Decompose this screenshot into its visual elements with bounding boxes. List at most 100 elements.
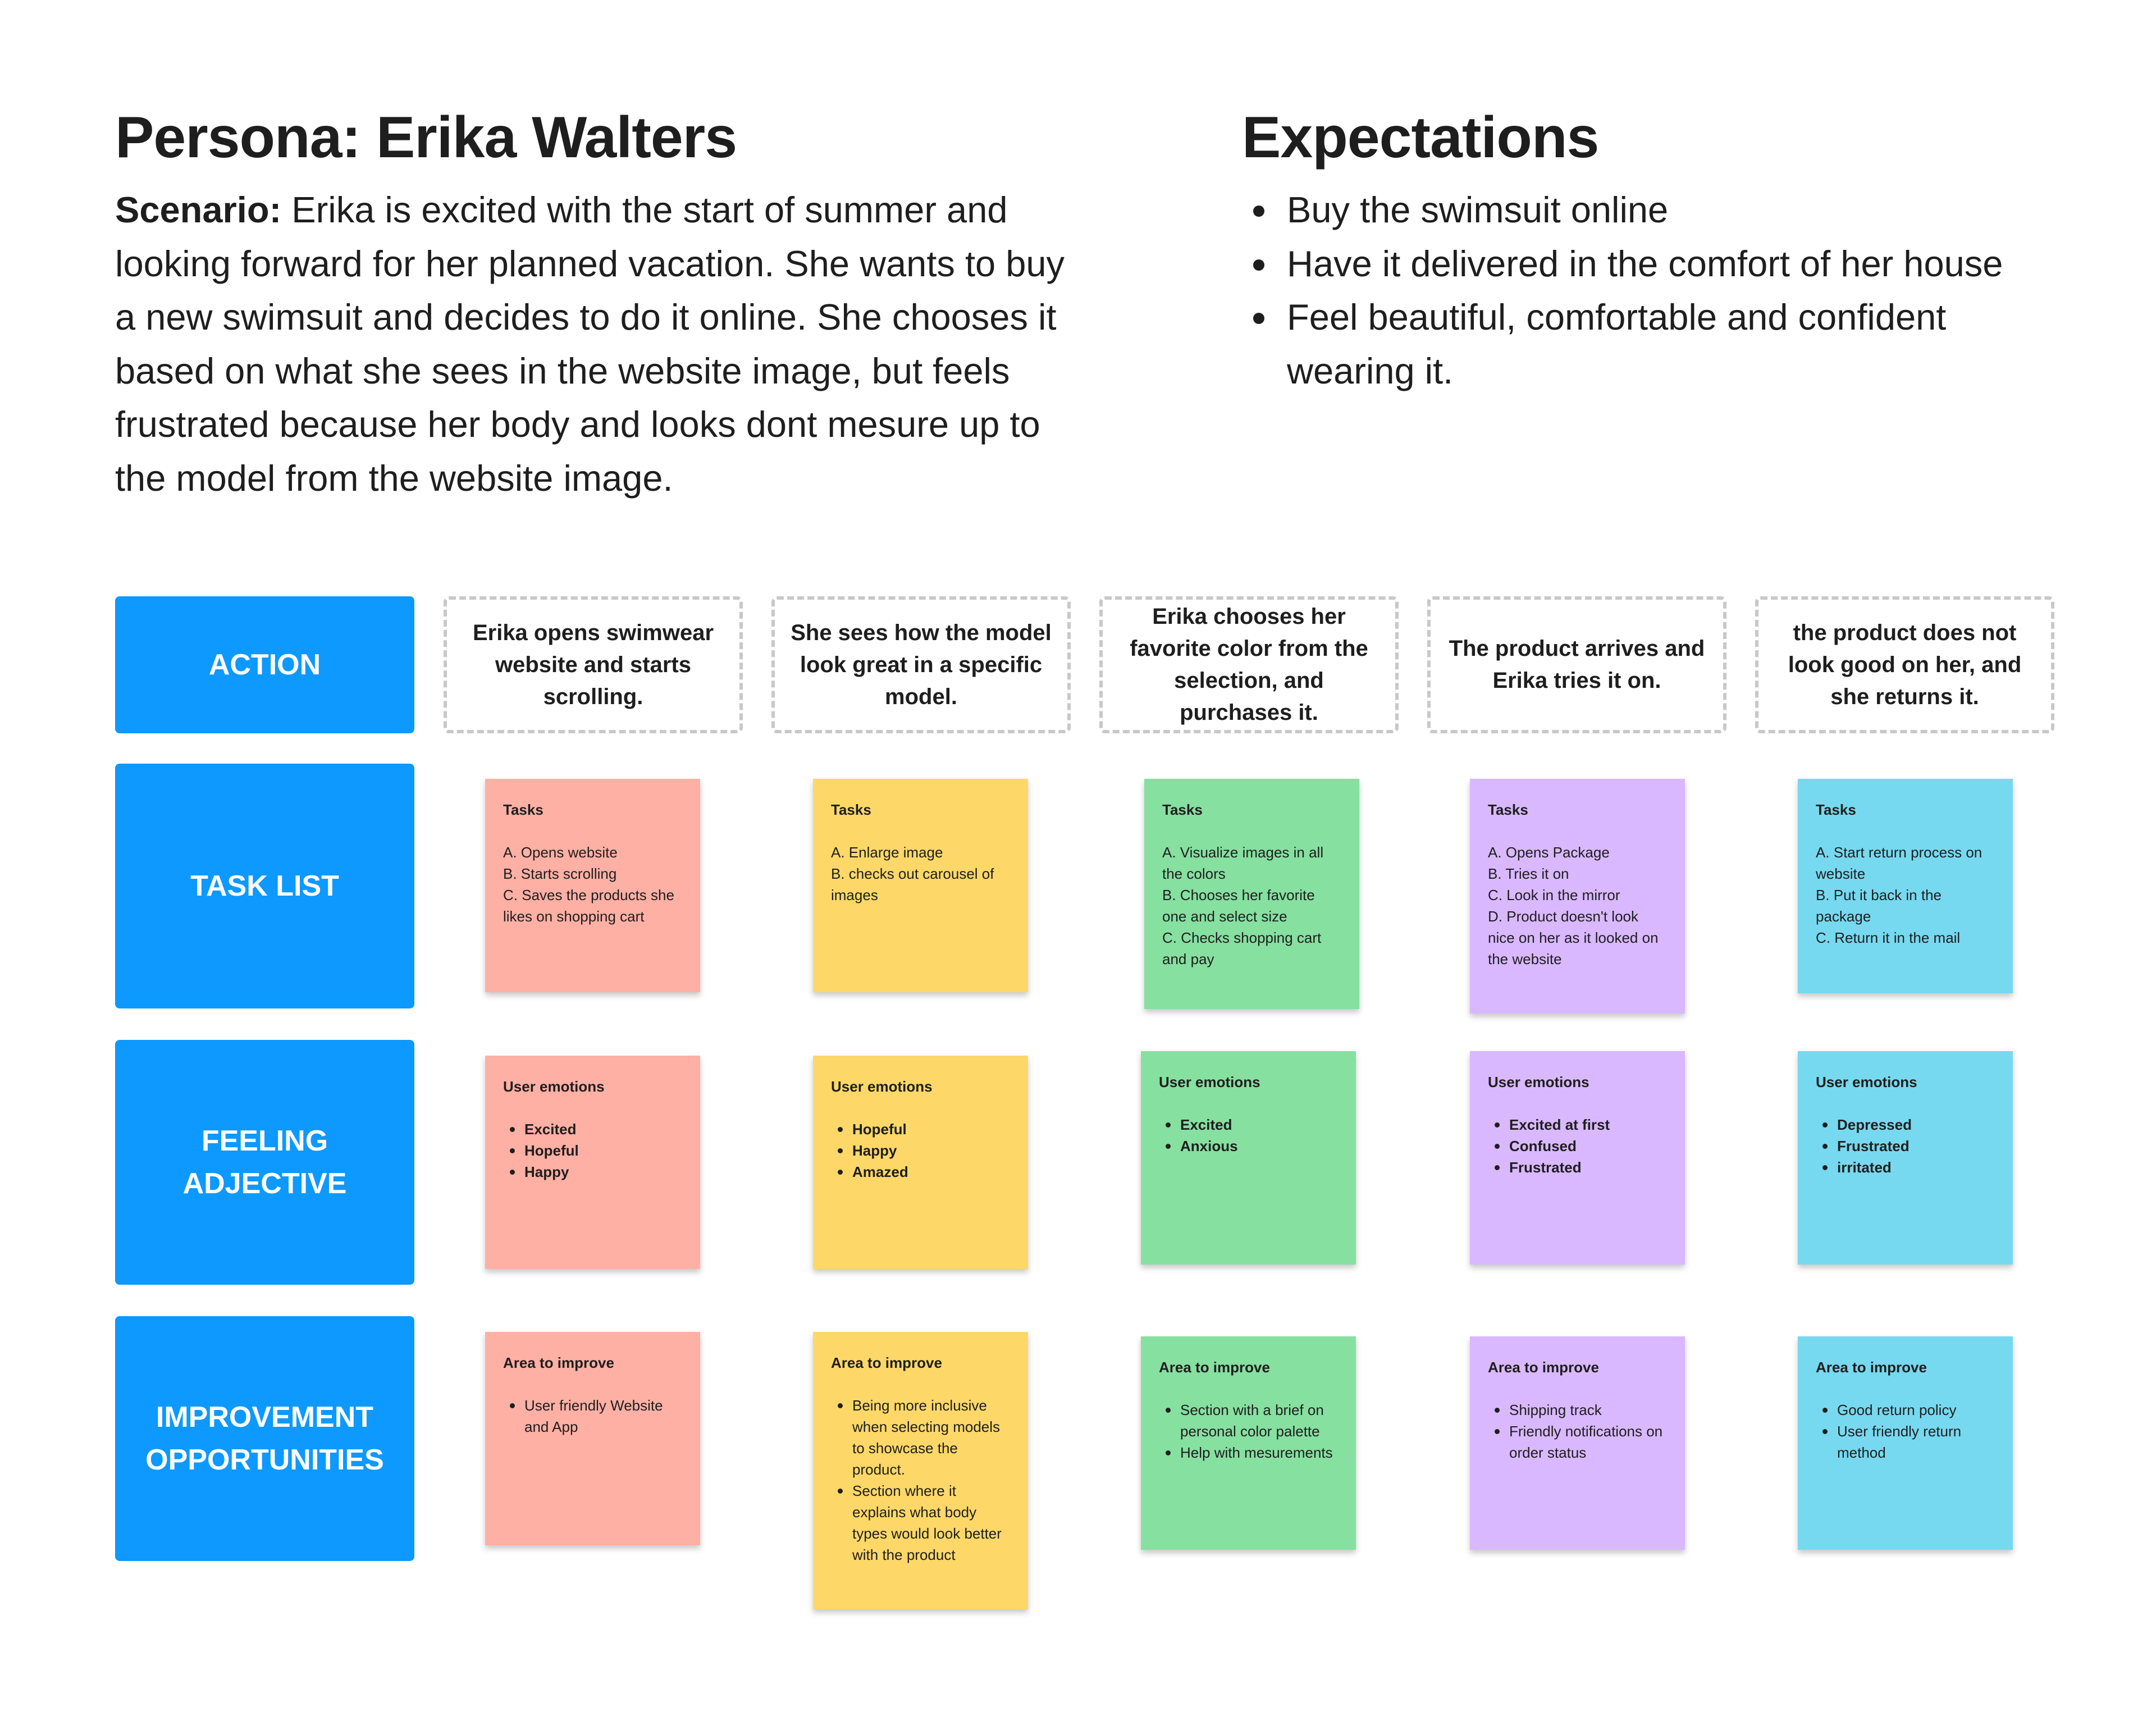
improvement-list: Good return policy User friendly return … — [1816, 1399, 1995, 1463]
sticky-heading: Tasks — [1162, 801, 1203, 818]
sticky-heading: Tasks — [1816, 801, 1856, 818]
sticky-heading: User emotions — [1159, 1074, 1260, 1090]
sticky-heading: Tasks — [503, 801, 543, 818]
expectation-item: Feel beautiful, comfortable and confiden… — [1242, 290, 2073, 398]
task-line: B. Starts scrolling — [503, 865, 617, 882]
task-sticky-note[interactable]: Tasks A. Visualize images in all the col… — [1144, 779, 1359, 1009]
task-line: C. Look in the mirror — [1488, 887, 1620, 903]
improvement-sticky-note[interactable]: Area to improve Section with a brief on … — [1141, 1336, 1356, 1550]
task-sticky-note[interactable]: Tasks A. Enlarge image B. checks out car… — [813, 779, 1028, 992]
task-line: C. Checks shopping cart and pay — [1162, 929, 1322, 967]
improvement-sticky-note[interactable]: Area to improve User friendly Website an… — [485, 1332, 700, 1545]
emotion-item: Confused — [1488, 1135, 1667, 1157]
task-line: B. checks out carousel of images — [831, 865, 994, 903]
emotion-list: Excited Hopeful Happy — [503, 1119, 682, 1183]
emotion-item: Excited at first — [1488, 1114, 1667, 1135]
task-line: A. Opens website — [503, 844, 618, 861]
row-label-feeling-adjective[interactable]: FEELING ADJECTIVE — [115, 1040, 414, 1285]
action-box[interactable]: Erika opens swimwear website and starts … — [444, 596, 743, 733]
improvement-list: User friendly Website and App — [503, 1395, 682, 1437]
scenario-body: Erika is excited with the start of summe… — [115, 189, 1065, 499]
action-text: The product arrives and Erika tries it o… — [1449, 636, 1705, 693]
improvement-item: Shipping track — [1488, 1399, 1667, 1421]
emotion-list: Hopeful Happy Amazed — [831, 1119, 1010, 1183]
expectations-title: Expectations — [1242, 105, 1599, 170]
persona-title: Persona: Erika Walters — [115, 105, 737, 170]
sticky-heading: Tasks — [831, 801, 871, 818]
sticky-heading: Area to improve — [831, 1354, 942, 1371]
improvement-item: Section with a brief on personal color p… — [1159, 1399, 1338, 1442]
expectation-item: Buy the swimsuit online — [1242, 183, 2073, 237]
sticky-heading: Area to improve — [1816, 1359, 1927, 1376]
emotion-item: Excited — [1159, 1114, 1338, 1135]
task-line: A. Opens Package — [1488, 844, 1610, 861]
emotion-list: Excited Anxious — [1159, 1114, 1338, 1157]
row-label-text: FEELING ADJECTIVE — [182, 1125, 347, 1200]
emotion-list: Depressed Frustrated irritated — [1816, 1114, 1995, 1178]
sticky-heading: User emotions — [1816, 1074, 1917, 1090]
improvement-list: Being more inclusive when selecting mode… — [831, 1395, 1010, 1565]
improvement-item: Help with mesurements — [1159, 1442, 1338, 1463]
row-label-text: TASK LIST — [190, 870, 339, 902]
emotion-sticky-note[interactable]: User emotions Excited Hopeful Happy — [485, 1056, 700, 1269]
emotion-sticky-note[interactable]: User emotions Excited at first Confused … — [1470, 1051, 1685, 1265]
row-label-action[interactable]: ACTION — [115, 596, 414, 733]
improvement-list: Shipping track Friendly notifications on… — [1488, 1399, 1667, 1463]
emotion-item: Hopeful — [503, 1140, 682, 1161]
emotion-sticky-note[interactable]: User emotions Depressed Frustrated irrit… — [1798, 1051, 2013, 1265]
expectation-item: Have it delivered in the comfort of her … — [1242, 237, 2073, 291]
expectations-list: Buy the swimsuit online Have it delivere… — [1242, 183, 2073, 398]
sticky-heading: User emotions — [831, 1078, 933, 1095]
task-line: A. Enlarge image — [831, 844, 943, 861]
emotion-item: Frustrated — [1488, 1157, 1667, 1178]
improvement-sticky-note[interactable]: Area to improve Good return policy User … — [1798, 1336, 2013, 1550]
improvement-item: Being more inclusive when selecting mode… — [831, 1395, 1010, 1480]
improvement-item: User friendly return method — [1816, 1421, 1995, 1463]
emotion-sticky-note[interactable]: User emotions Hopeful Happy Amazed — [813, 1056, 1028, 1269]
task-line: C. Return it in the mail — [1816, 929, 1961, 946]
scenario-text: Scenario: Erika is excited with the star… — [115, 183, 1081, 505]
emotion-item: Excited — [503, 1119, 682, 1140]
action-box[interactable]: She sees how the model look great in a s… — [771, 596, 1071, 733]
emotion-item: Frustrated — [1816, 1135, 1995, 1157]
row-label-text: ACTION — [208, 649, 321, 681]
emotion-item: irritated — [1816, 1157, 1995, 1178]
emotion-sticky-note[interactable]: User emotions Excited Anxious — [1141, 1051, 1356, 1265]
sticky-heading: Area to improve — [503, 1354, 614, 1371]
action-box[interactable]: Erika chooses her favorite color from th… — [1099, 596, 1399, 733]
task-sticky-note[interactable]: Tasks A. Opens website B. Starts scrolli… — [485, 779, 700, 992]
task-line: A. Visualize images in all the colors — [1162, 844, 1324, 882]
improvement-sticky-note[interactable]: Area to improve Being more inclusive whe… — [813, 1332, 1028, 1609]
sticky-heading: Tasks — [1488, 801, 1528, 818]
action-text: Erika opens swimwear website and starts … — [472, 620, 714, 709]
row-label-task-list[interactable]: TASK LIST — [115, 764, 414, 1008]
sticky-heading: User emotions — [503, 1078, 605, 1095]
task-line: C. Saves the products she likes on shopp… — [503, 887, 674, 925]
improvement-item: Section where it explains what body type… — [831, 1480, 1010, 1565]
emotion-item: Anxious — [1159, 1135, 1338, 1157]
improvement-list: Section with a brief on personal color p… — [1159, 1399, 1338, 1463]
action-text: the product does not look good on her, a… — [1788, 620, 2022, 709]
row-label-text: IMPROVEMENT OPPORTUNITIES — [145, 1401, 384, 1476]
improvement-item: User friendly Website and App — [503, 1395, 682, 1437]
task-sticky-note[interactable]: Tasks A. Start return process on website… — [1798, 779, 2013, 993]
emotion-item: Happy — [503, 1161, 682, 1183]
task-line: B. Put it back in the package — [1816, 887, 1942, 925]
emotion-item: Depressed — [1816, 1114, 1995, 1135]
action-box[interactable]: the product does not look good on her, a… — [1755, 596, 2054, 733]
action-text: She sees how the model look great in a s… — [791, 620, 1052, 709]
task-line: B. Chooses her favorite one and select s… — [1162, 887, 1315, 925]
sticky-heading: User emotions — [1488, 1074, 1589, 1090]
emotion-item: Happy — [831, 1140, 1010, 1161]
emotion-item: Amazed — [831, 1161, 1010, 1183]
task-line: B. Tries it on — [1488, 865, 1569, 882]
task-sticky-note[interactable]: Tasks A. Opens Package B. Tries it on C.… — [1470, 779, 1685, 1014]
task-line: A. Start return process on website — [1816, 844, 1983, 882]
sticky-heading: Area to improve — [1488, 1359, 1599, 1376]
emotion-item: Hopeful — [831, 1119, 1010, 1140]
action-text: Erika chooses her favorite color from th… — [1130, 604, 1368, 725]
action-box[interactable]: The product arrives and Erika tries it o… — [1427, 596, 1726, 733]
task-line: D. Product doesn't look nice on her as i… — [1488, 908, 1659, 967]
row-label-improvement-opportunities[interactable]: IMPROVEMENT OPPORTUNITIES — [115, 1316, 414, 1561]
improvement-sticky-note[interactable]: Area to improve Shipping track Friendly … — [1470, 1336, 1685, 1550]
